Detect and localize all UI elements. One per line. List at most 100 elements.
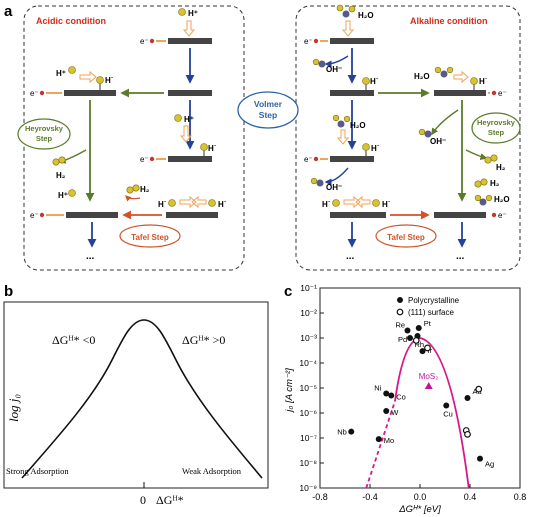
fit-curve-left-dashed bbox=[365, 400, 396, 489]
panel-b-xlabel: ΔGᴴ* bbox=[156, 493, 184, 507]
catalyst-bar bbox=[330, 90, 374, 96]
panel-b-ylabel: log j₀ bbox=[6, 394, 21, 422]
plot-area bbox=[319, 287, 521, 489]
oh-minus-label: OH⁻ bbox=[326, 183, 342, 192]
electron-dot bbox=[149, 156, 155, 162]
fit-curve-right bbox=[419, 337, 470, 489]
hollow-arrow-right bbox=[79, 70, 97, 84]
electron-label: e⁻ bbox=[304, 155, 313, 164]
x-tick-label: 0.4 bbox=[464, 492, 477, 502]
y-tick-label: 10⁻⁹ bbox=[299, 483, 317, 493]
electron-label: e⁻ bbox=[498, 211, 507, 220]
h-ads-label: H˙ bbox=[371, 144, 379, 153]
h-plus-label: H⁺ bbox=[58, 191, 68, 200]
legend-marker-filled bbox=[397, 297, 403, 303]
h-atom bbox=[68, 66, 76, 74]
h-ads-label: H˙ bbox=[370, 77, 378, 86]
point-label-nb: Nb bbox=[337, 428, 347, 437]
point-w bbox=[383, 408, 390, 415]
catalyst-bar bbox=[168, 38, 212, 44]
y-tick-label: 10⁻⁷ bbox=[300, 433, 317, 443]
h2-label: H₂ bbox=[490, 179, 500, 188]
point-label-ni: Ni bbox=[374, 384, 381, 393]
y-tick-label: 10⁻³ bbox=[300, 333, 317, 343]
electron-dot bbox=[39, 212, 45, 218]
heyrovsky-label-1: Heyrovsky bbox=[477, 118, 516, 127]
h-atom bbox=[208, 199, 216, 207]
heyrovsky-label-2: Step bbox=[488, 128, 505, 137]
catalyst-bar bbox=[66, 212, 118, 218]
point-mos2 bbox=[424, 382, 433, 390]
panel-b: b ΔGᴴ* <0 ΔGᴴ* >0 Strong Adsorption Weak… bbox=[3, 283, 269, 507]
y-tick-label: 10⁻⁸ bbox=[299, 458, 317, 468]
catalyst-bar bbox=[168, 156, 212, 162]
h-atom bbox=[174, 114, 182, 122]
x-tick-label: -0.4 bbox=[362, 492, 378, 502]
panel-c-xlabel: ΔGᴴ* [eV] bbox=[398, 504, 441, 515]
point-label-mo: Mo bbox=[384, 436, 394, 445]
h2-label: H₂ bbox=[140, 185, 150, 194]
h2-label: H₂ bbox=[56, 171, 66, 180]
point-label-w: W bbox=[391, 408, 399, 417]
panel-a-letter: a bbox=[4, 3, 13, 20]
heyrovsky-label-2: Step bbox=[36, 134, 53, 143]
electron-label: e⁻ bbox=[304, 37, 313, 46]
catalyst-bar bbox=[434, 212, 486, 218]
electron-dot bbox=[149, 38, 155, 44]
h2o-label: H₂O bbox=[350, 121, 366, 130]
panel-b-frame bbox=[3, 301, 269, 489]
y-tick-label: 10⁻¹ bbox=[300, 283, 317, 293]
h-ads-label: H˙ bbox=[322, 200, 330, 209]
oh-minus-label: OH⁻ bbox=[326, 65, 342, 74]
point-pt bbox=[415, 325, 422, 332]
y-tick-label: 10⁻⁴ bbox=[299, 358, 317, 368]
point-label-cu: Cu bbox=[443, 409, 453, 418]
h-atom bbox=[96, 76, 104, 84]
weak-adsorption-label: Weak Adsorption bbox=[182, 466, 242, 476]
catalyst-bar bbox=[330, 156, 374, 162]
h-plus-label: H⁺ bbox=[188, 9, 198, 18]
point-ag bbox=[477, 455, 483, 462]
alkaline-title: Alkaline condition bbox=[410, 16, 488, 26]
point-cu bbox=[443, 402, 450, 409]
volmer-step-badge bbox=[237, 91, 299, 129]
h-atom bbox=[178, 8, 186, 16]
tafel-label: Tafel Step bbox=[387, 233, 425, 242]
point-co bbox=[388, 392, 395, 399]
h2o-label: H₂O bbox=[494, 195, 510, 204]
heyrovsky-step-badge bbox=[17, 118, 71, 150]
h-ads-label: H˙ bbox=[105, 76, 113, 85]
point-111-surface bbox=[464, 430, 471, 438]
catalyst-bar bbox=[64, 90, 116, 96]
strong-adsorption-label: Strong Adsorption bbox=[6, 466, 69, 476]
h-ads-label: H˙ bbox=[158, 200, 166, 209]
ellipsis: ... bbox=[86, 251, 95, 262]
point-mo bbox=[375, 436, 382, 443]
h-atom bbox=[200, 143, 208, 151]
h-ads-label: H˙ bbox=[218, 200, 226, 209]
point-label-mos2: MoS₂ bbox=[419, 372, 439, 381]
point-label-rh: Rh bbox=[415, 340, 425, 349]
point-nb bbox=[348, 428, 355, 435]
electron-dot bbox=[39, 90, 45, 96]
h-plus-label: H⁺ bbox=[56, 69, 66, 78]
electron-label: e⁻ bbox=[30, 211, 39, 220]
y-tick-label: 10⁻⁶ bbox=[300, 408, 317, 418]
point-au bbox=[464, 394, 471, 401]
h-ads-label: H˙ bbox=[382, 200, 390, 209]
tafel-step-badge bbox=[375, 224, 437, 248]
heyrovsky-label-1: Heyrovsky bbox=[25, 124, 64, 133]
point-ir bbox=[419, 348, 426, 355]
tafel-label: Tafel Step bbox=[131, 233, 169, 242]
h2-label: H₂ bbox=[496, 163, 506, 172]
h-ads-label: H˙ bbox=[479, 77, 487, 86]
right-region-label: ΔGᴴ* >0 bbox=[182, 333, 225, 347]
x-tick-label: 0.0 bbox=[414, 492, 427, 502]
electron-label: e⁻ bbox=[30, 89, 39, 98]
point-re bbox=[404, 327, 411, 334]
tafel-step-badge bbox=[119, 224, 181, 248]
panel-a: a Acidic condition Alkaline condition H⁺… bbox=[4, 3, 521, 271]
catalyst-bar bbox=[330, 38, 374, 44]
